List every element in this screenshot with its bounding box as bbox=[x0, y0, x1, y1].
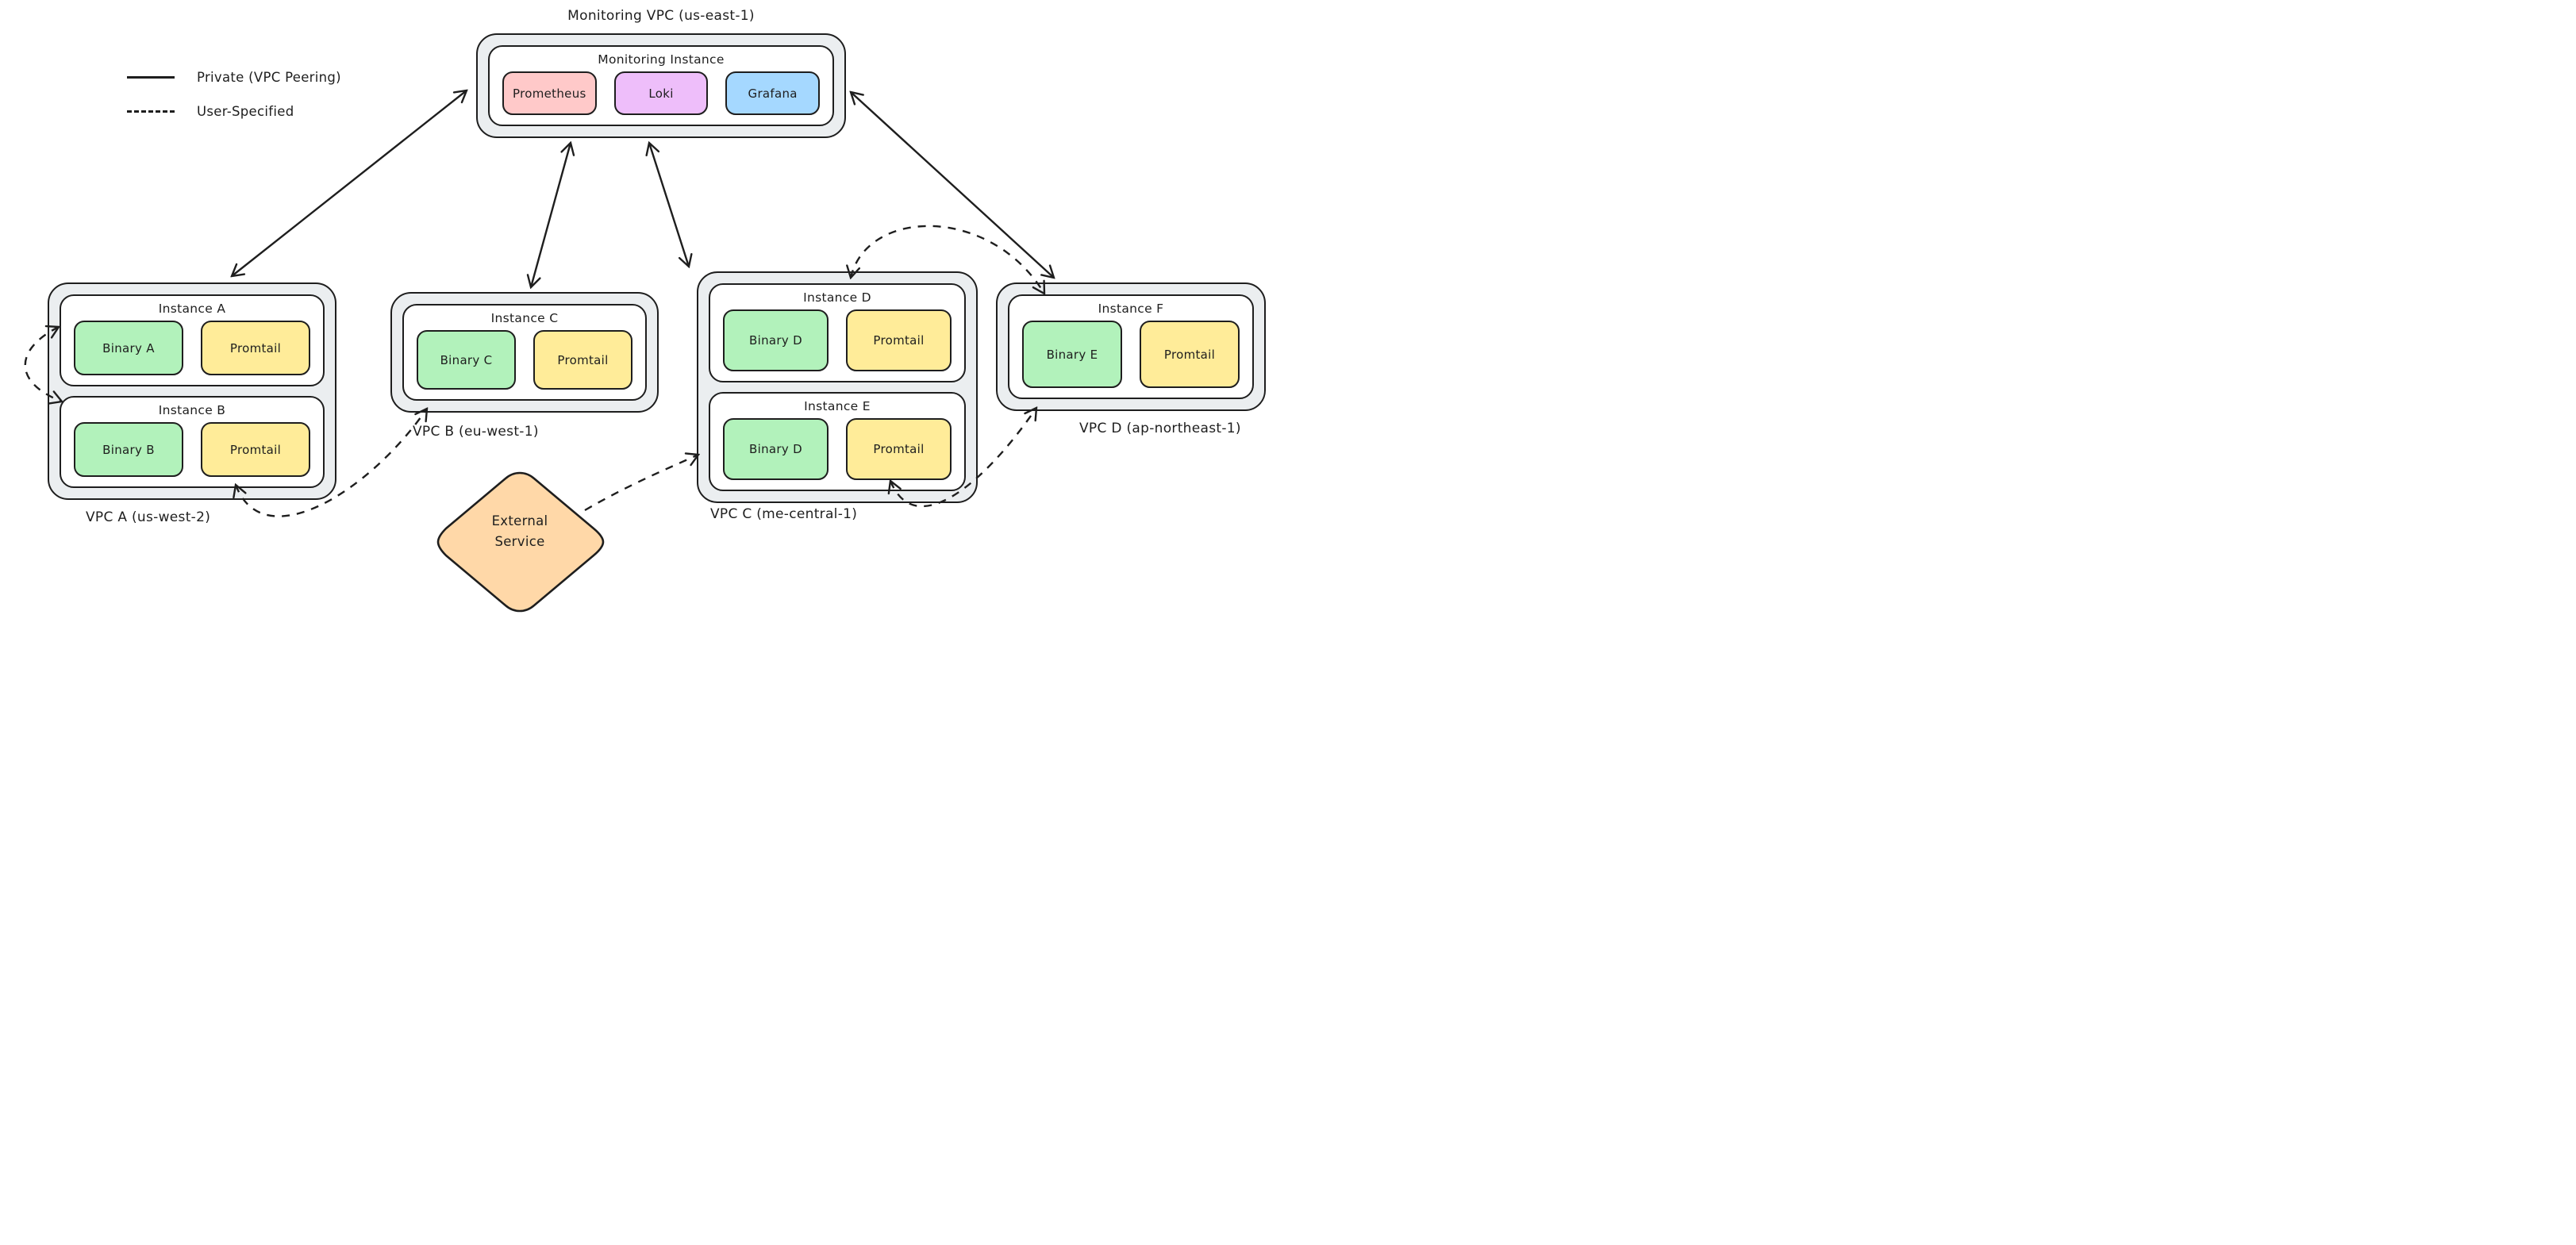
binary-c-chip: Binary C bbox=[417, 330, 516, 390]
instance-c-label: Instance C bbox=[490, 311, 559, 325]
promtail-d-chip: Promtail bbox=[846, 309, 952, 371]
monitoring-services-row: Prometheus Loki Grafana bbox=[502, 71, 821, 115]
diagram-canvas: Monitoring VPC (us-east-1) Monitoring In… bbox=[0, 0, 1288, 622]
instance-d-label: Instance D bbox=[803, 290, 871, 305]
vpc-a-box: Instance A Binary A Promtail Instance B … bbox=[48, 282, 336, 500]
monitoring-instance-box: Monitoring Instance Prometheus Loki Graf… bbox=[488, 45, 834, 126]
external-service-label-line2: Service bbox=[494, 534, 545, 549]
promtail-a-chip: Promtail bbox=[201, 321, 310, 375]
promtail-f-chip: Promtail bbox=[1140, 321, 1240, 388]
vpc-c-label: VPC C (me-central-1) bbox=[710, 506, 858, 522]
promtail-b-chip: Promtail bbox=[201, 422, 310, 477]
arrow-monitoring-vpc-d bbox=[851, 92, 1054, 278]
monitoring-instance-label: Monitoring Instance bbox=[598, 52, 725, 67]
instance-b-label: Instance B bbox=[158, 403, 226, 417]
binary-d-chip: Binary D bbox=[723, 309, 829, 371]
vpc-b-box: Instance C Binary C Promtail bbox=[390, 292, 659, 413]
legend-row-private: Private (VPC Peering) bbox=[127, 70, 341, 85]
loki-chip: Loki bbox=[613, 71, 709, 115]
arrow-monitoring-vpc-c bbox=[649, 143, 689, 267]
arrow-external-service-instance-e bbox=[584, 455, 698, 512]
instance-c-box: Instance C Binary C Promtail bbox=[402, 304, 647, 401]
legend-user-label: User-Specified bbox=[197, 104, 294, 119]
grafana-chip: Grafana bbox=[725, 71, 821, 115]
binary-a-chip: Binary A bbox=[74, 321, 183, 375]
instance-f-chips: Binary E Promtail bbox=[1022, 321, 1240, 388]
instance-f-label: Instance F bbox=[1098, 302, 1164, 316]
instance-e-label: Instance E bbox=[804, 399, 871, 413]
legend-private-label: Private (VPC Peering) bbox=[197, 70, 341, 85]
instance-b-box: Instance B Binary B Promtail bbox=[60, 396, 325, 488]
vpc-d-box: Instance F Binary E Promtail bbox=[996, 282, 1266, 411]
legend: Private (VPC Peering) User-Specified bbox=[127, 70, 341, 119]
instance-e-box: Instance E Binary D Promtail bbox=[709, 392, 966, 491]
legend-dashed-line-sample bbox=[127, 110, 175, 113]
vpc-b-label: VPC B (eu-west-1) bbox=[413, 424, 539, 440]
instance-a-chips: Binary A Promtail bbox=[74, 321, 310, 375]
monitoring-vpc-box: Monitoring Instance Prometheus Loki Graf… bbox=[476, 33, 846, 138]
promtail-e-chip: Promtail bbox=[846, 418, 952, 480]
binary-b-chip: Binary B bbox=[74, 422, 183, 477]
legend-row-user: User-Specified bbox=[127, 104, 341, 119]
instance-c-chips: Binary C Promtail bbox=[417, 330, 632, 390]
vpc-d-label: VPC D (ap-northeast-1) bbox=[1079, 421, 1241, 436]
external-service-label: External Service bbox=[456, 511, 583, 552]
instance-f-box: Instance F Binary E Promtail bbox=[1008, 294, 1254, 399]
legend-solid-line-sample bbox=[127, 76, 175, 79]
binary-e-chip: Binary E bbox=[1022, 321, 1122, 388]
instance-b-chips: Binary B Promtail bbox=[74, 422, 310, 477]
instance-a-label: Instance A bbox=[158, 302, 226, 316]
instance-d-chips: Binary D Promtail bbox=[723, 309, 952, 371]
vpc-a-label: VPC A (us-west-2) bbox=[86, 509, 211, 525]
monitoring-vpc-label: Monitoring VPC (us-east-1) bbox=[567, 8, 755, 24]
promtail-c-chip: Promtail bbox=[533, 330, 632, 390]
prometheus-chip: Prometheus bbox=[502, 71, 597, 115]
instance-a-box: Instance A Binary A Promtail bbox=[60, 294, 325, 386]
vpc-c-box: Instance D Binary D Promtail Instance E … bbox=[697, 271, 978, 503]
binary-d2-chip: Binary D bbox=[723, 418, 829, 480]
external-service-label-line1: External bbox=[491, 513, 548, 528]
instance-e-chips: Binary D Promtail bbox=[723, 418, 952, 480]
instance-d-box: Instance D Binary D Promtail bbox=[709, 283, 966, 382]
arrow-monitoring-vpc-b bbox=[531, 143, 571, 287]
